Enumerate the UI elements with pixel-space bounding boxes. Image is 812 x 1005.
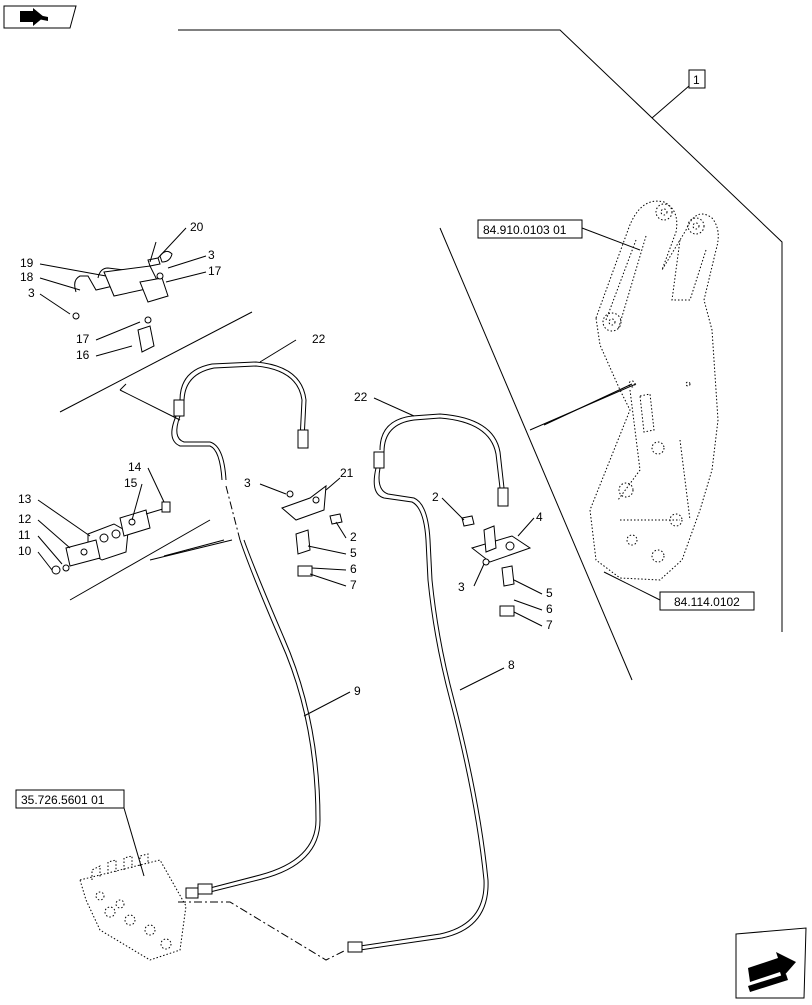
callout-17: 17 — [76, 332, 90, 346]
hose-22-left — [179, 361, 307, 441]
callout-17: 17 — [208, 264, 222, 278]
callout-5: 5 — [546, 586, 553, 600]
callout-3: 3 — [208, 248, 215, 262]
leader-lines — [37, 227, 543, 717]
callout-3: 3 — [458, 580, 465, 594]
callout-6: 6 — [546, 602, 553, 616]
callout-15: 15 — [124, 476, 138, 490]
section-divider-line — [439, 227, 633, 681]
reference-box-group[interactable]: 1 — [688, 69, 706, 89]
callout-9: 9 — [354, 684, 361, 698]
frame-line — [178, 29, 783, 632]
reference-box-control-valve[interactable]: 35.726.5601 01 — [15, 789, 125, 809]
callout-22: 22 — [354, 390, 368, 404]
reference-box-boom[interactable]: 84.910.0103 01 — [477, 219, 583, 239]
hose-22-right — [379, 413, 505, 489]
callout-2: 2 — [350, 530, 357, 544]
callout-4: 4 — [536, 510, 543, 524]
callout-7: 7 — [546, 618, 553, 632]
book-navigation-icon[interactable] — [3, 5, 77, 29]
callout-18: 18 — [20, 270, 34, 284]
callout-19: 19 — [20, 256, 34, 270]
svg-text:84.910.0103 01: 84.910.0103 01 — [483, 223, 567, 237]
boom-outline — [589, 200, 719, 581]
callout-numbers: 20 19 18 3 3 17 17 16 22 22 14 15 13 12 … — [18, 220, 553, 698]
callout-22: 22 — [312, 332, 326, 346]
hose-9 — [209, 539, 317, 889]
control-valve-outline — [79, 853, 187, 961]
callout-6: 6 — [350, 562, 357, 576]
callout-3: 3 — [28, 286, 35, 300]
svg-text:84.114.0102: 84.114.0102 — [674, 595, 740, 609]
svg-text:35.726.5601 01: 35.726.5601 01 — [21, 793, 105, 807]
callout-8: 8 — [508, 658, 515, 672]
callout-2: 2 — [432, 490, 439, 504]
hose-8 — [359, 579, 485, 947]
callout-16: 16 — [76, 348, 90, 362]
callout-3: 3 — [244, 476, 251, 490]
clamp-assembly-upper — [72, 241, 173, 353]
callout-12: 12 — [18, 512, 32, 526]
bracket-4 — [461, 515, 532, 617]
callout-14: 14 — [128, 460, 142, 474]
bracket-21 — [281, 484, 343, 577]
callout-20: 20 — [190, 220, 204, 234]
callout-10: 10 — [18, 544, 32, 558]
next-page-arrow-icon[interactable] — [735, 927, 807, 999]
svg-text:1: 1 — [693, 73, 700, 87]
callout-11: 11 — [18, 528, 31, 542]
callout-7: 7 — [350, 578, 357, 592]
clamp-assembly-lower — [51, 501, 171, 575]
callout-13: 13 — [18, 492, 32, 506]
callout-21: 21 — [340, 466, 354, 480]
reference-box-bucket-linkage[interactable]: 84.114.0102 — [659, 591, 755, 611]
callout-5: 5 — [350, 546, 357, 560]
